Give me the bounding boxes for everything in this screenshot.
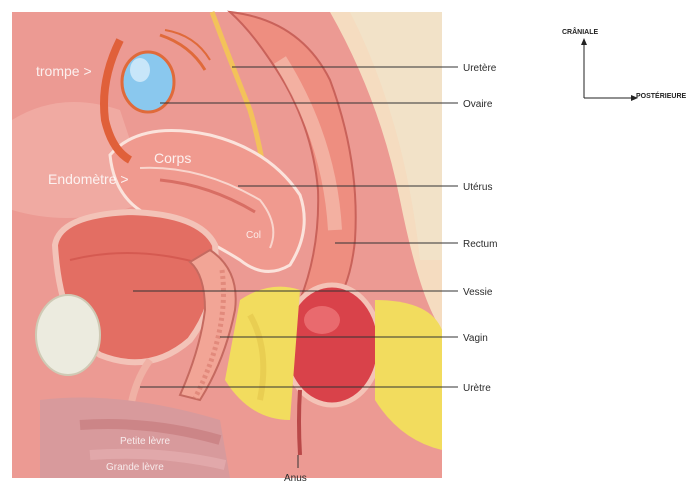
label-grande-levre: Grande lèvre (106, 462, 164, 473)
pubic-bone-shape (36, 295, 100, 375)
orientation-indicator: CRÂNIALE POSTÉRIEURE (562, 27, 687, 101)
label-corps: Corps (154, 150, 191, 166)
label-endometre: Endomètre > (48, 171, 129, 187)
label-uretere: Uretère (463, 63, 497, 74)
label-craniale: CRÂNIALE (562, 27, 598, 36)
label-col: Col (246, 230, 261, 241)
label-ovaire: Ovaire (463, 99, 493, 110)
label-anus: Anus (284, 473, 307, 484)
arrow-up-icon (581, 38, 587, 45)
label-posterieure: POSTÉRIEURE (636, 91, 687, 100)
label-rectum: Rectum (463, 239, 497, 250)
illustration (12, 12, 442, 478)
label-uretre: Urètre (463, 383, 491, 394)
label-trompe: trompe > (36, 63, 92, 79)
label-vagin: Vagin (463, 333, 488, 344)
label-vessie: Vessie (463, 287, 493, 298)
label-uterus: Utérus (463, 182, 492, 193)
label-petite-levre: Petite lèvre (120, 436, 170, 447)
